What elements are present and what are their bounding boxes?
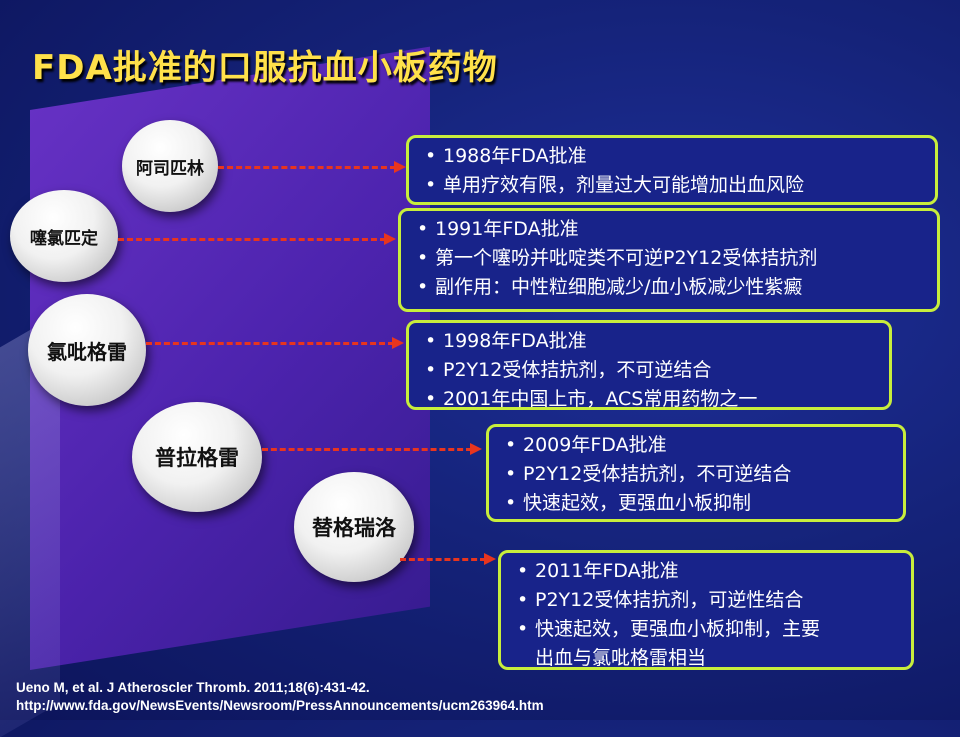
drug-bubble-prasugrel: 普拉格雷 [132, 402, 262, 512]
drug-name: 氯吡格雷 [47, 339, 127, 364]
drug-name: 阿司匹林 [136, 158, 204, 179]
references: Ueno M, et al. J Atheroscler Thromb. 201… [16, 679, 544, 715]
info-bullet: 1998年FDA批准 [423, 327, 875, 356]
info-box-ticagrelor: 2011年FDA批准 P2Y12受体拮抗剂，可逆性结合 快速起效，更强血小板抑制… [498, 550, 914, 670]
info-bullet: 快速起效，更强血小板抑制 [503, 489, 889, 518]
drug-name: 普拉格雷 [155, 446, 239, 470]
info-bullet: 1988年FDA批准 [423, 142, 921, 171]
info-bullet: 2011年FDA批准 [515, 557, 897, 586]
drug-name: 噻氯匹定 [30, 228, 98, 249]
info-bullet: 1991年FDA批准 [415, 215, 923, 244]
info-bullet: 2001年中国上市，ACS常用药物之一 [423, 385, 875, 414]
info-bullet: 单用疗效有限，剂量过大可能增加出血风险 [423, 171, 921, 200]
drug-bubble-ticlopidine: 噻氯匹定 [10, 190, 118, 282]
info-bullet: 副作用：中性粒细胞减少/血小板减少性紫癜 [415, 273, 923, 302]
info-bullet: P2Y12受体拮抗剂，不可逆结合 [503, 460, 889, 489]
info-box-ticlopidine: 1991年FDA批准 第一个噻吩并吡啶类不可逆P2Y12受体拮抗剂 副作用：中性… [398, 208, 940, 312]
info-box-aspirin: 1988年FDA批准 单用疗效有限，剂量过大可能增加出血风险 [406, 135, 938, 205]
arrow-clopidogrel [146, 337, 404, 349]
drug-name: 替格瑞洛 [312, 516, 396, 540]
drug-bubble-ticagrelor: 替格瑞洛 [294, 472, 414, 582]
info-bullet-continuation: 出血与氯吡格雷相当 [535, 647, 707, 669]
info-bullet: 2009年FDA批准 [503, 431, 889, 460]
info-box-prasugrel: 2009年FDA批准 P2Y12受体拮抗剂，不可逆结合 快速起效，更强血小板抑制 [486, 424, 906, 522]
drug-bubble-clopidogrel: 氯吡格雷 [28, 294, 146, 406]
reference-citation: Ueno M, et al. J Atheroscler Thromb. 201… [16, 680, 370, 695]
info-bullet: P2Y12受体拮抗剂，可逆性结合 [515, 586, 897, 615]
info-bullet: 快速起效，更强血小板抑制，主要 [515, 615, 897, 644]
reference-url: http://www.fda.gov/NewsEvents/Newsroom/P… [16, 698, 544, 713]
info-bullet: P2Y12受体拮抗剂，不可逆结合 [423, 356, 875, 385]
drug-bubble-aspirin: 阿司匹林 [122, 120, 218, 212]
info-bullet: 第一个噻吩并吡啶类不可逆P2Y12受体拮抗剂 [415, 244, 923, 273]
arrow-ticlopidine [118, 233, 396, 245]
slide-title: FDA批准的口服抗血小板药物 [32, 48, 498, 88]
arrow-aspirin [218, 161, 406, 173]
info-box-clopidogrel: 1998年FDA批准 P2Y12受体拮抗剂，不可逆结合 2001年中国上市，AC… [406, 320, 892, 414]
arrow-prasugrel [262, 443, 482, 455]
arrow-ticagrelor [400, 553, 496, 565]
